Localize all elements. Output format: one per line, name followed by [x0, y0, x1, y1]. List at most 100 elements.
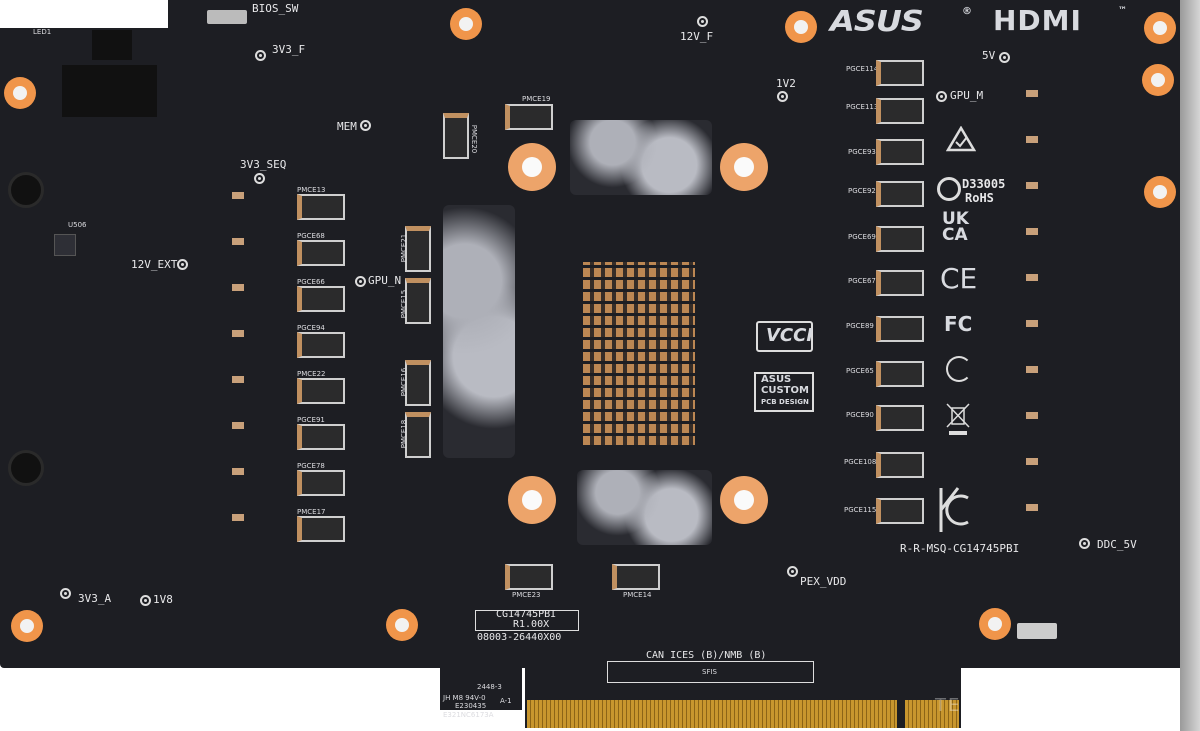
- cap-label: PMCE15: [400, 289, 409, 319]
- can-ices-label: CAN ICES (B)/NMB (B): [646, 650, 767, 661]
- badge-line-1: ASUS: [761, 374, 792, 385]
- cap-label: PGCE91: [297, 416, 325, 424]
- capacitor: [876, 405, 924, 431]
- smd-component: [1026, 504, 1038, 511]
- sfis-label: SFIS: [702, 668, 717, 676]
- cap-label: PGCE65: [846, 367, 874, 375]
- cap-label: PGCE115: [844, 506, 877, 514]
- pcie-gold-fingers: [527, 700, 897, 728]
- weee-bin-icon: [946, 402, 970, 436]
- label-1v2: 1V2: [776, 77, 796, 90]
- cap-label: PMCE16: [400, 367, 409, 397]
- capacitor: [405, 226, 431, 272]
- test-point: [787, 566, 798, 577]
- hdmi-logo: HDMI: [993, 4, 1082, 37]
- capacitor: [876, 60, 924, 86]
- ukrsepro-mark-icon: [946, 356, 972, 382]
- smd-component: [232, 192, 244, 199]
- bracket-screw: [1144, 176, 1176, 208]
- smd-component: [1026, 228, 1038, 235]
- cap-label: PGCE67: [848, 277, 876, 285]
- fab-marking: JH M8 94V-0: [443, 694, 486, 702]
- kc-mark-icon: [938, 486, 972, 534]
- cap-label: PMCE18: [400, 419, 409, 449]
- rohs-label: RoHS: [965, 191, 994, 205]
- fab-marking: A-1: [500, 697, 512, 705]
- ukca-mark-top: UK: [942, 209, 969, 229]
- cap-label: PMCE17: [297, 508, 326, 516]
- mounting-hole: [1144, 12, 1176, 44]
- shunt-resistor: [1017, 623, 1057, 639]
- power-connector: [62, 65, 157, 117]
- cap-label: PMCE14: [623, 591, 652, 599]
- capacitor: [876, 139, 924, 165]
- cap-label: PGCE108: [844, 458, 877, 466]
- badge-line-3: PCB DESIGN: [761, 398, 809, 406]
- label-pex-vdd: PEX_VDD: [800, 575, 847, 588]
- model-box: [475, 610, 579, 631]
- vcci-mark: VCCI: [756, 321, 813, 352]
- test-point: [355, 276, 366, 287]
- cap-label: PMCE23: [512, 591, 541, 599]
- smd-component: [1026, 320, 1038, 327]
- io-bracket: [1180, 0, 1200, 731]
- test-point: [999, 52, 1010, 63]
- capacitor: [297, 194, 345, 220]
- cap-label: PGCE68: [297, 232, 325, 240]
- test-point: [936, 91, 947, 102]
- smd-component: [1026, 412, 1038, 419]
- cap-label: PGCE92: [848, 187, 876, 195]
- registered-mark: ®: [962, 6, 972, 17]
- fab-marking: E321NC6173A: [443, 711, 494, 719]
- cap-label: PGCE66: [297, 278, 325, 286]
- screw-standoff: [8, 450, 44, 486]
- test-point: [177, 259, 188, 270]
- part-number: 08003-26440X00: [477, 632, 562, 643]
- board-model: CG14745PBI: [496, 609, 557, 620]
- smd-component: [1026, 366, 1038, 373]
- smd-component: [1026, 90, 1038, 97]
- techpowerup-watermark: TECHPOWERUP: [935, 695, 1097, 716]
- cap-label: PMCE20: [470, 124, 479, 154]
- test-point: [1079, 538, 1090, 549]
- label-5v: 5V: [982, 49, 996, 62]
- cap-label: PMCE21: [400, 233, 409, 263]
- cap-label: PMCE19: [522, 95, 551, 103]
- badge-line-2: CUSTOM: [761, 385, 809, 396]
- bios-switch[interactable]: [207, 10, 247, 24]
- vcci-text: VCCI: [766, 325, 814, 346]
- capacitor: [405, 412, 431, 458]
- label-12v-f: 12V_F: [680, 30, 714, 43]
- capacitor: [876, 270, 924, 296]
- capacitor: [297, 470, 345, 496]
- smd-component: [232, 422, 244, 429]
- capacitor: [876, 452, 924, 478]
- cap-label: PMCE13: [297, 186, 326, 194]
- label-3v3-a: 3V3_A: [78, 592, 112, 605]
- capacitor: [297, 516, 345, 542]
- label-3v3-seq: 3V3_SEQ: [240, 158, 287, 171]
- smd-component: [232, 468, 244, 475]
- cap-label: PMCE22: [297, 370, 326, 378]
- ce-mark: CE: [940, 262, 978, 295]
- ukca-mark-bottom: CA: [942, 225, 968, 245]
- board-tab: [440, 660, 522, 710]
- test-point: [255, 50, 266, 61]
- smd-component: [1026, 458, 1038, 465]
- rcm-mark-icon: [945, 125, 977, 152]
- mounting-hole: [386, 609, 418, 641]
- label-cert-id: R-R-MSQ-CG14745PBI: [900, 542, 1020, 555]
- test-point: [140, 595, 151, 606]
- trademark-mark: ™: [1118, 6, 1127, 16]
- mounting-hole: [450, 8, 482, 40]
- label-led1: LED1: [33, 28, 52, 36]
- capacitor: [876, 316, 924, 342]
- pcie-gold-fingers-short: [905, 700, 959, 728]
- mounting-hole: [4, 77, 36, 109]
- thermal-paste-residue: [577, 470, 712, 545]
- capacitor: [876, 498, 924, 524]
- smd-component: [232, 376, 244, 383]
- capacitor: [297, 286, 345, 312]
- smd-component: [232, 238, 244, 245]
- cap-label: PGCE69: [848, 233, 876, 241]
